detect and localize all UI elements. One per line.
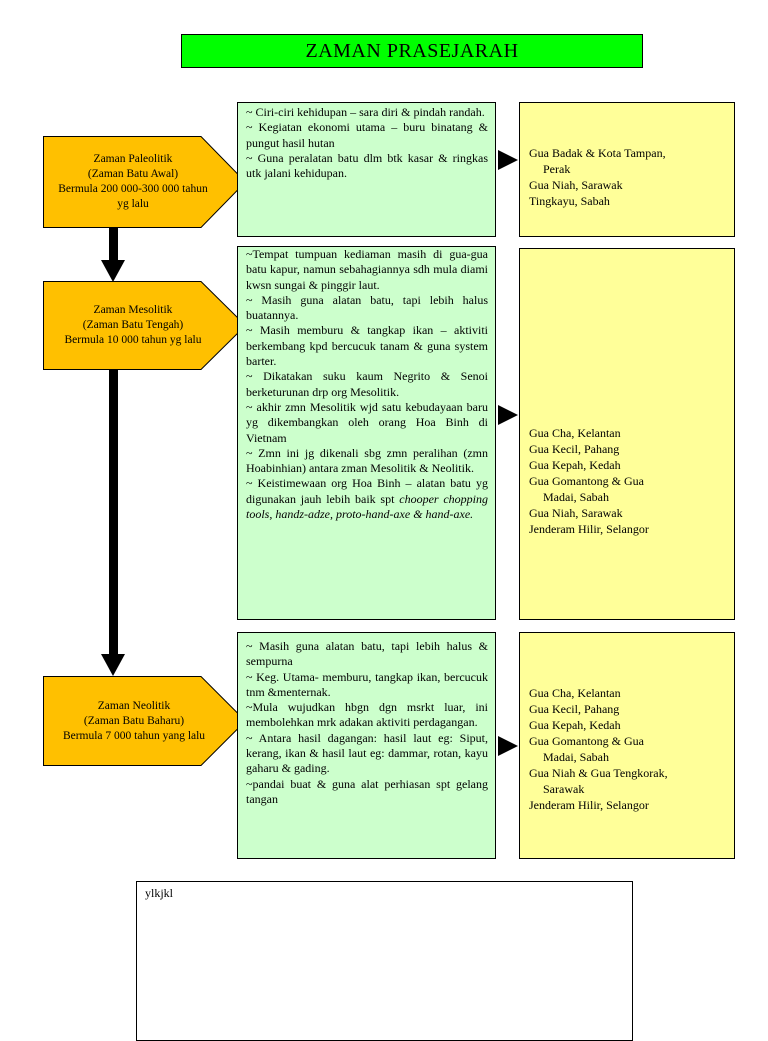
era-period-line: Bermula 200 000-300 000 tahun xyxy=(58,183,208,195)
era-details-box: ~Tempat tumpuan kediaman masih di gua-gu… xyxy=(237,246,496,620)
site-subname: Sarawak xyxy=(543,782,585,796)
down-arrow-icon xyxy=(101,654,125,676)
site-item: Gua Kecil, Pahang xyxy=(529,702,620,716)
right-arrow-icon xyxy=(498,150,518,170)
pentagon-arrow-icon xyxy=(43,281,247,370)
right-arrow-icon xyxy=(498,736,518,756)
era-period-line: Bermula 10 000 tahun yg lalu xyxy=(64,334,202,346)
site-name: Gua Niah & Gua Tengkorak, xyxy=(529,766,668,780)
detail-item: ~ Masih guna alatan batu, tapi lebih hal… xyxy=(246,639,488,669)
era-details-box: ~ Ciri-ciri kehidupan – sara diri & pind… xyxy=(237,102,496,237)
site-name: Gua Badak & Kota Tampan, xyxy=(529,146,666,160)
site-item: Gua Cha, Kelantan xyxy=(529,686,621,700)
sites-box: Gua Badak & Kota Tampan, Perak Gua Niah, … xyxy=(519,102,735,237)
site-name: Gua Gomantong & Gua xyxy=(529,474,644,488)
era-alt-name: (Zaman Batu Baharu) xyxy=(83,714,185,727)
detail-item: ~ Antara hasil dagangan: hasil laut eg: … xyxy=(246,730,488,776)
site-item: Gua Kepah, Kedah xyxy=(529,458,621,472)
detail-item: ~ Kegiatan ekonomi utama – buru binatang… xyxy=(246,120,488,150)
detail-item: ~ Masih memburu & tangkap ikan – aktivit… xyxy=(246,323,488,369)
detail-item-with-italic: ~ Keistimewaan org Hoa Binh – alatan bat… xyxy=(246,476,488,522)
era-period-line: yg lalu xyxy=(117,198,149,210)
detail-item: ~ Masih guna alatan batu, tapi lebih hal… xyxy=(246,292,488,323)
era-period-line: Bermula 7 000 tahun yang lalu xyxy=(62,729,206,742)
sites-box: Gua Cha, Kelantan Gua Kecil, Pahang Gua … xyxy=(519,248,735,620)
detail-item: ~ Guna peralatan batu dlm btk kasar & ri… xyxy=(246,150,488,181)
connector-line xyxy=(109,370,118,656)
detail-item: ~ Keg. Utama- memburu, tangkap ikan, ber… xyxy=(246,669,488,699)
site-item: Jenderam Hilir, Selangor xyxy=(529,522,649,536)
detail-item: ~ Ciri-ciri kehidupan – sara diri & pind… xyxy=(246,105,485,119)
detail-item: ~ Dikatakan suku kaum Negrito & Senoi be… xyxy=(246,369,488,399)
note-text: ylkjkl xyxy=(145,886,174,900)
site-subname: Perak xyxy=(543,162,571,176)
connector-line xyxy=(109,228,118,264)
site-subname: Madai, Sabah xyxy=(543,490,609,504)
era-neolitik-shape: Zaman Neolitik (Zaman Batu Baharu) Bermu… xyxy=(43,676,247,766)
site-item: Gua Niah & Gua Tengkorak, Sarawak xyxy=(529,765,726,797)
site-item: Gua Niah, Sarawak xyxy=(529,506,623,520)
note-textbox[interactable]: ylkjkl xyxy=(136,881,633,1041)
detail-item: ~ Zmn ini jg dikenali sbg zmn peralihan … xyxy=(246,445,488,476)
detail-item: ~ Keistimewaan org Hoa Binh – alatan bat… xyxy=(246,476,488,506)
detail-item: ~pandai buat & guna alat perhiasan spt g… xyxy=(246,776,488,806)
era-name: Zaman Neolitik xyxy=(97,699,171,712)
era-alt-name: (Zaman Batu Awal) xyxy=(87,168,179,180)
era-name: Zaman Mesolitik xyxy=(93,304,173,316)
site-subname: Madai, Sabah xyxy=(543,750,609,764)
site-item: Tingkayu, Sabah xyxy=(529,194,610,208)
pentagon-arrow-icon xyxy=(43,136,247,228)
detail-item: ~Tempat tumpuan kediaman masih di gua-gu… xyxy=(246,247,488,292)
era-name: Zaman Paleolitik xyxy=(93,153,173,165)
era-details-box: ~ Masih guna alatan batu, tapi lebih hal… xyxy=(237,632,496,859)
site-item: Gua Kepah, Kedah xyxy=(529,718,621,732)
site-item: Gua Badak & Kota Tampan, Perak xyxy=(529,145,726,177)
site-name: Gua Gomantong & Gua xyxy=(529,734,644,748)
pentagon-arrow-icon xyxy=(43,676,247,766)
detail-italic-text: chooper chopping tools, handz-adze, prot… xyxy=(246,491,489,522)
page-title: ZAMAN PRASEJARAH xyxy=(181,34,643,68)
site-item: Gua Kecil, Pahang xyxy=(529,442,620,456)
era-mesolitik-shape: Zaman Mesolitik (Zaman Batu Tengah) Berm… xyxy=(43,281,247,370)
right-arrow-icon xyxy=(498,405,518,425)
detail-item: ~Mula wujudkan hbgn dgn msrkt luar, ini … xyxy=(246,700,488,730)
era-alt-name: (Zaman Batu Tengah) xyxy=(82,319,184,331)
detail-item: ~ akhir zmn Mesolitik wjd satu kebudayaa… xyxy=(246,399,488,445)
era-paleolitik-shape: Zaman Paleolitik (Zaman Batu Awal) Bermu… xyxy=(43,136,247,228)
sites-box: Gua Cha, Kelantan Gua Kecil, Pahang Gua … xyxy=(519,632,735,859)
site-item: Gua Cha, Kelantan xyxy=(529,426,621,440)
down-arrow-icon xyxy=(101,260,125,282)
site-item: Jenderam Hilir, Selangor xyxy=(529,798,649,812)
site-item: Gua Niah, Sarawak xyxy=(529,178,623,192)
